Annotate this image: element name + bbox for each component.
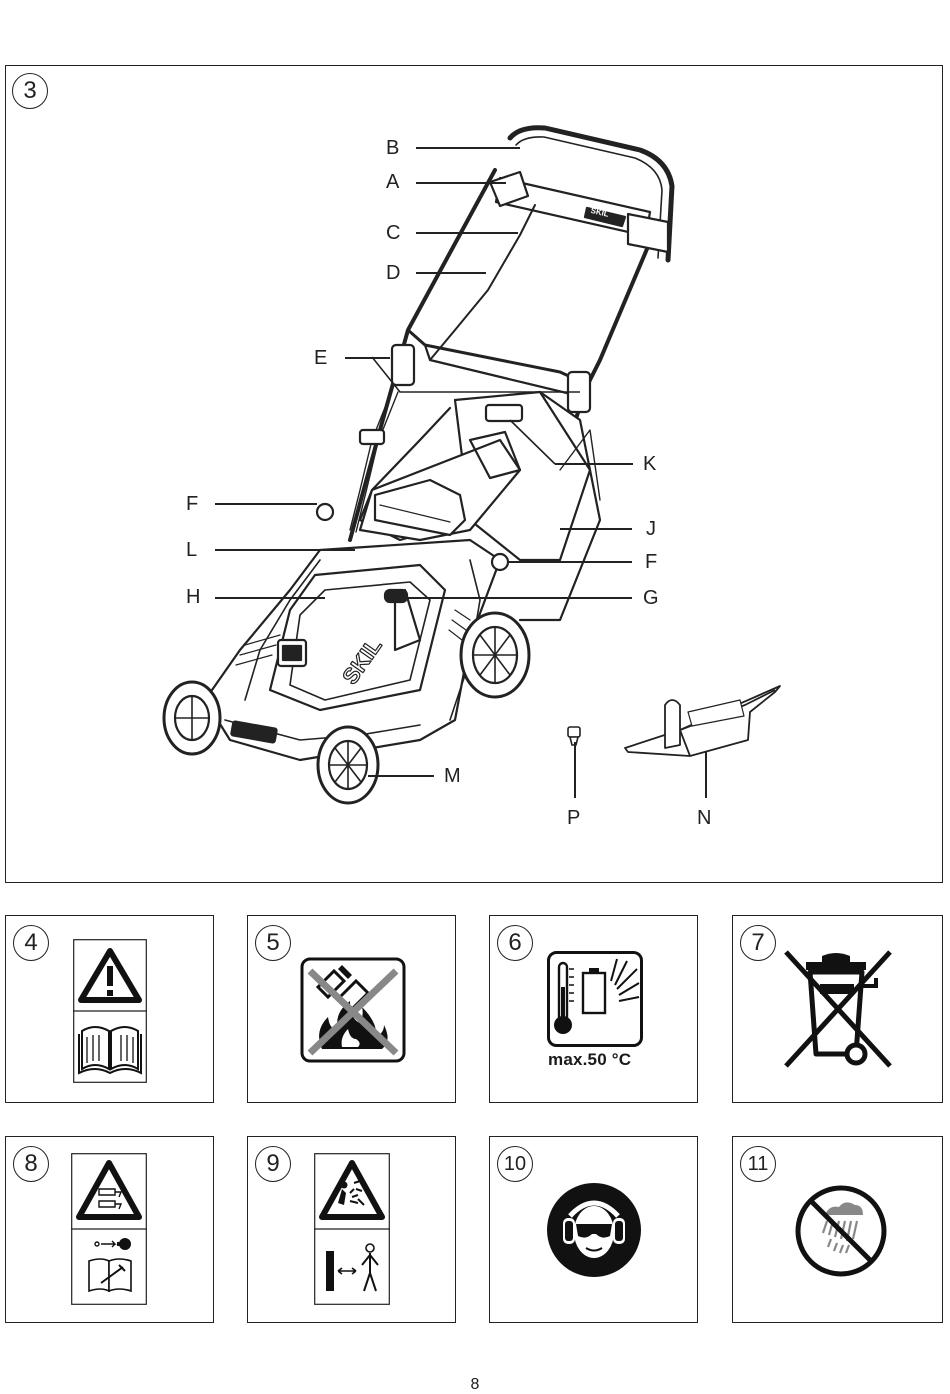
callout-label-k: K	[643, 453, 657, 475]
leader-line-b	[416, 147, 520, 149]
crossed-out-bin-icon	[784, 950, 892, 1068]
figure-3-number: 3	[12, 73, 48, 109]
warning-read-manual-icon	[73, 939, 147, 1083]
leader-line-c	[416, 232, 518, 234]
leader-line-f-left	[215, 503, 317, 505]
callout-label-n: N	[697, 807, 712, 829]
symbol-9-number: 9	[255, 1146, 291, 1182]
remove-key-before-maintenance-icon	[71, 1153, 147, 1305]
leader-line-n	[705, 752, 707, 798]
callout-label-a: A	[386, 171, 400, 193]
leader-line-l	[215, 549, 355, 551]
page-number: 8	[470, 1376, 480, 1393]
callout-label-p: P	[567, 807, 581, 829]
leader-line-k-branch	[509, 419, 556, 465]
svg-text:SKIL: SKIL	[590, 206, 610, 219]
callout-label-h: H	[186, 586, 201, 608]
callout-label-m: M	[444, 765, 461, 787]
battery-temperature-icon	[547, 951, 643, 1047]
callout-label-b: B	[386, 137, 400, 159]
symbol-4-number: 4	[13, 925, 49, 961]
leader-line-e	[345, 357, 390, 359]
callout-label-f-left: F	[186, 493, 199, 515]
callout-label-e: E	[314, 347, 328, 369]
leader-line-k	[555, 463, 633, 465]
leader-line-g	[400, 597, 632, 599]
lawn-mower-drawing: SKIL SKIL	[162, 125, 781, 805]
symbol-7-number: 7	[740, 925, 776, 961]
no-rain-icon	[795, 1185, 887, 1277]
callout-label-l: L	[186, 539, 198, 561]
symbol-10-number: 10	[497, 1146, 533, 1182]
flying-debris-keep-distance-icon	[314, 1153, 390, 1305]
leader-line-m	[368, 775, 434, 777]
leader-line-d	[416, 272, 486, 274]
no-battery-in-fire-icon	[300, 957, 406, 1063]
callout-label-c: C	[386, 222, 401, 244]
symbol-6-number: 6	[497, 925, 533, 961]
leader-line-h	[215, 597, 325, 599]
symbol-8-number: 8	[13, 1146, 49, 1182]
callout-label-d: D	[386, 262, 401, 284]
leader-line-e-branches	[371, 356, 580, 393]
max-temperature-label: max.50 °C	[548, 1050, 632, 1069]
leader-line-j	[560, 528, 632, 530]
symbol-11-number: 11	[740, 1146, 776, 1182]
leader-line-a	[416, 182, 506, 184]
callout-label-g: G	[643, 587, 659, 609]
wear-eye-ear-protection-icon	[547, 1183, 641, 1277]
leader-line-p	[574, 742, 576, 798]
callout-label-f-right: F	[645, 551, 658, 573]
callout-label-j: J	[646, 518, 656, 540]
symbol-5-number: 5	[255, 925, 291, 961]
leader-line-f-right	[508, 561, 632, 563]
